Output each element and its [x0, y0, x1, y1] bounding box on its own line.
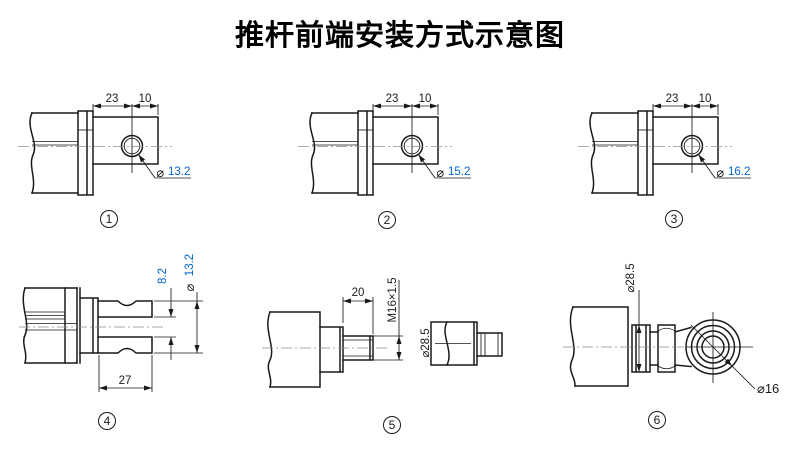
- diagram-6-number: 6: [653, 413, 661, 427]
- diagram-5-number: 5: [388, 418, 396, 432]
- dimension-lines: [372, 103, 471, 179]
- dia-symbol: ⌀: [716, 165, 724, 180]
- diagram-3-number: 3: [670, 212, 678, 226]
- dim-adapter-dia: ⌀28.5: [420, 328, 432, 357]
- dim-thread-length: 20: [352, 287, 365, 299]
- rod-body-outline: [589, 110, 719, 196]
- dim-10: 10: [699, 93, 712, 105]
- dim-23: 23: [386, 93, 399, 105]
- dim-slot-width: 8.2: [157, 268, 169, 284]
- diagram-1-label: 1: [100, 210, 118, 228]
- rod-body-outline: [267, 311, 374, 388]
- dim-23: 23: [106, 93, 119, 105]
- rod-body-outline: [22, 287, 153, 364]
- dim-10: 10: [139, 93, 152, 105]
- diagram-6-label: 6: [648, 411, 666, 429]
- dia-symbol: ⌀: [182, 284, 197, 292]
- diagram-2-number: 2: [383, 213, 391, 227]
- diagram-4-label: 4: [98, 412, 116, 430]
- adapter-outline: [430, 320, 503, 366]
- rod-body-outline: [309, 110, 439, 196]
- dim-23: 23: [666, 93, 679, 105]
- dimension-lines: [98, 288, 203, 392]
- dimension-lines: [92, 103, 191, 179]
- diagram-3-label: 3: [665, 210, 683, 228]
- dimension-lines: [652, 103, 751, 179]
- diagram-1-eye-end: 23 10 ⌀ 13.2: [18, 93, 191, 196]
- dia-value: 16.2: [728, 166, 750, 178]
- rod-body-outline: [29, 110, 159, 196]
- dim-bore-dia: ⌀16: [757, 381, 779, 396]
- ball-joint-rings: [685, 312, 753, 383]
- diagram-5-threaded-end: 20 M16×1.5 ⌀28.5: [262, 277, 503, 388]
- rod-body-outline: [569, 306, 692, 387]
- diagram-6-ball-joint-end: ⌀28.5 ⌀16: [563, 263, 779, 396]
- page-title: 推杆前端安装方式示意图: [234, 20, 565, 52]
- dim-thread-spec: M16×1.5: [387, 277, 399, 322]
- diagram-4-number: 4: [103, 414, 111, 428]
- dia-symbol: ⌀: [436, 165, 444, 180]
- diagram-4-fork-end: 8.2 13.2 ⌀ 27: [19, 254, 203, 392]
- dimension-lines: [636, 290, 756, 390]
- diagram-2-eye-end: 23 10 ⌀ 15.2: [298, 93, 471, 196]
- diagram-2-label: 2: [378, 211, 396, 229]
- dia-value: 15.2: [448, 166, 470, 178]
- dia-value: 13.2: [168, 166, 190, 178]
- dimension-lines: [342, 280, 403, 361]
- diagram-5-label: 5: [383, 416, 401, 434]
- diagram-3-eye-end: 23 10 ⌀ 16.2: [578, 93, 751, 196]
- dim-10: 10: [419, 93, 432, 105]
- dia-value: 13.2: [184, 254, 196, 276]
- dim-fork-length: 27: [119, 375, 132, 387]
- diagram-1-number: 1: [105, 212, 113, 226]
- dia-symbol: ⌀: [156, 165, 164, 180]
- dim-collar-dia: ⌀28.5: [625, 263, 637, 292]
